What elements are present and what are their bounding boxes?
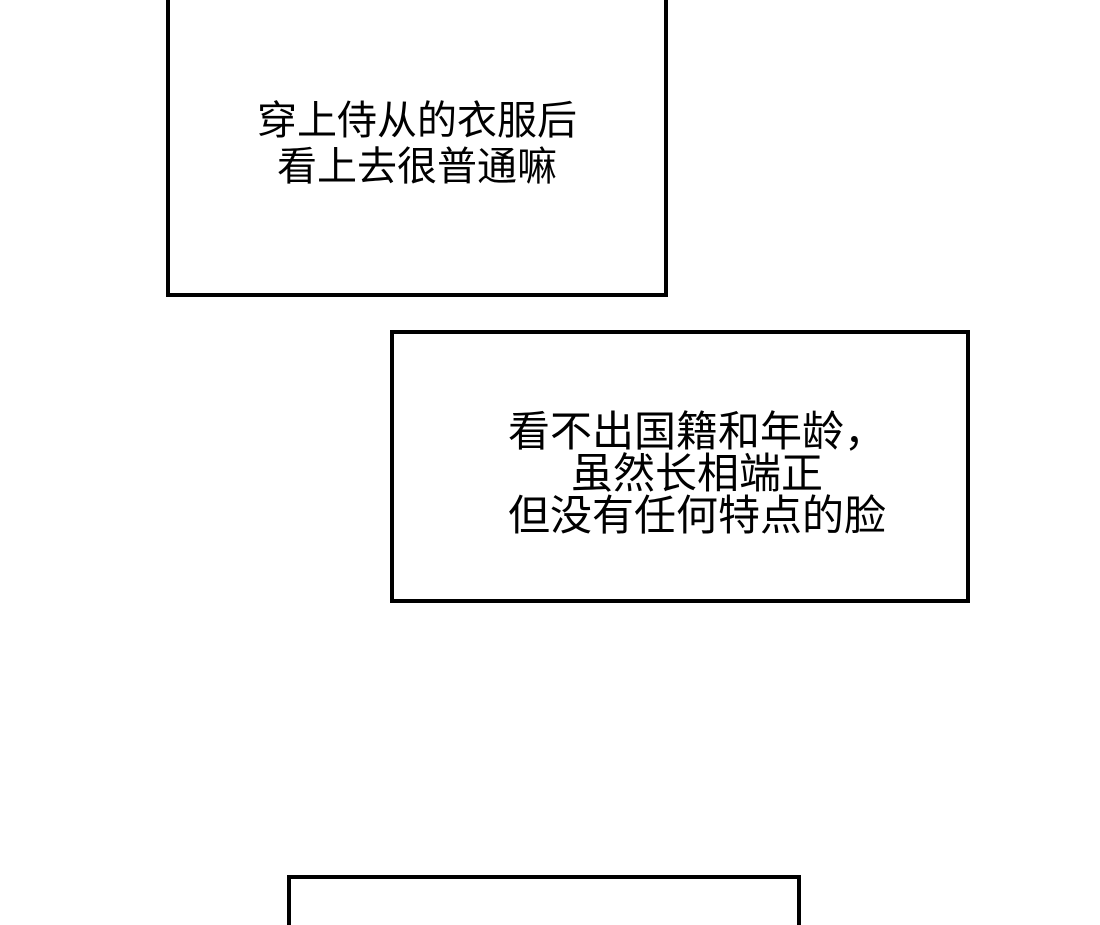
speech-line: 看不出国籍和年龄， xyxy=(507,408,886,455)
speech-text: 穿上侍从的衣服后 看上去很普通嘛 xyxy=(257,98,577,190)
speech-line: 虽然长相端正 xyxy=(570,450,823,497)
speech-line: 看上去很普通嘛 xyxy=(277,145,557,189)
speech-line: 但没有任何特点的脸 xyxy=(507,492,886,539)
speech-panel-top: 穿上侍从的衣服后 看上去很普通嘛 xyxy=(166,0,668,297)
speech-text: 看不出国籍和年龄， 虽然长相端正 但没有任何特点的脸 xyxy=(508,411,886,537)
speech-panel-middle: 看不出国籍和年龄， 虽然长相端正 但没有任何特点的脸 xyxy=(390,330,970,603)
speech-line: 穿上侍从的衣服后 xyxy=(257,99,577,143)
speech-panel-bottom xyxy=(287,875,801,925)
